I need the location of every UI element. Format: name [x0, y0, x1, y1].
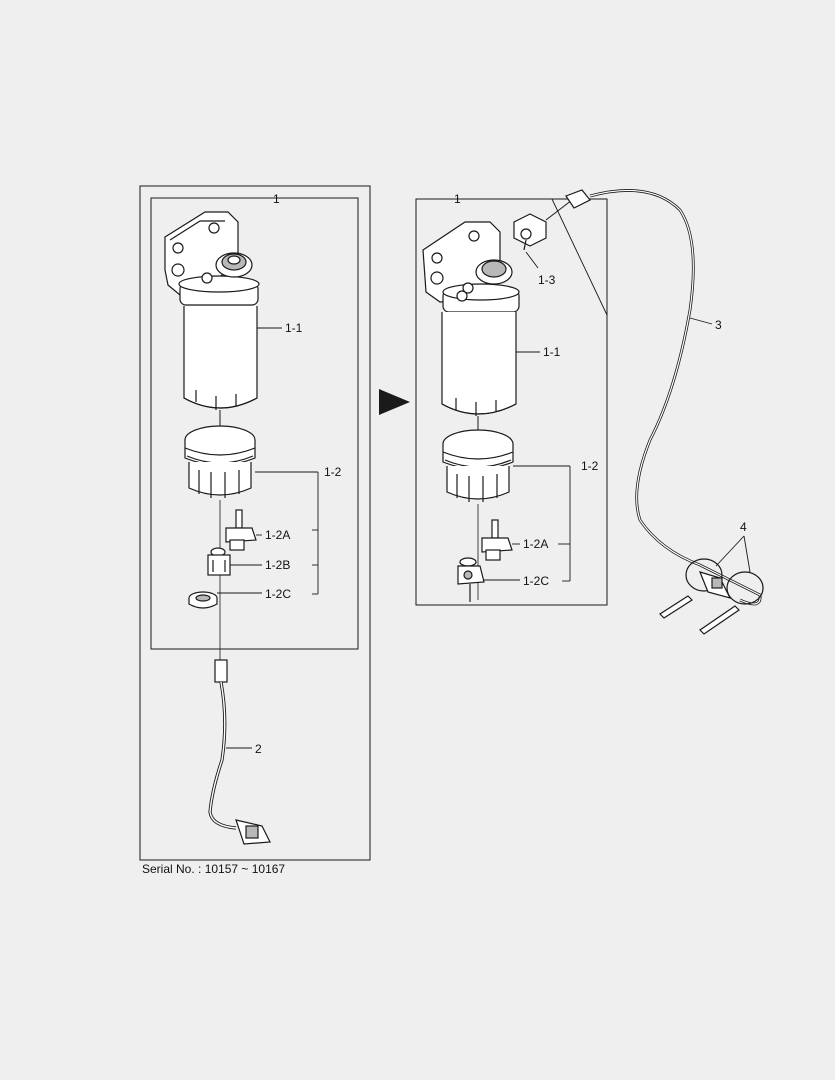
left-outer-frame [139, 185, 371, 861]
label-left-assembly: 1 [273, 192, 280, 206]
left-filter-head [164, 211, 260, 306]
right-harness-3 [565, 189, 762, 606]
label-right-bowl: 1-2 [581, 459, 599, 473]
label-left-harness: 2 [255, 742, 262, 756]
left-sensor-1-2b [207, 547, 231, 576]
left-filter-bowl [184, 425, 256, 498]
right-leaders [416, 198, 608, 582]
serial-number: Serial No. : 10157 ~ 10167 [142, 862, 286, 876]
left-filter-element [183, 306, 258, 440]
label-left-sensor-c: 1-2C [265, 587, 291, 601]
label-right-filter-element: 1-1 [543, 345, 561, 359]
label-right-connector: 1-3 [538, 273, 556, 287]
right-connector-1-3 [513, 199, 573, 251]
label-right-harness: 3 [715, 318, 722, 332]
label-left-sensor-a: 1-2A [265, 528, 290, 542]
label-left-bowl: 1-2 [324, 465, 342, 479]
label-right-sensor-a: 1-2A [523, 537, 548, 551]
right-sensor-1-2a [481, 519, 513, 561]
left-sensor-1-2a [225, 509, 257, 551]
right-filter-head [422, 221, 520, 313]
right-filter-bowl [442, 429, 514, 502]
left-sensor-1-2c [188, 591, 218, 609]
label-right-sensor-c: 1-2C [523, 574, 549, 588]
right-filter-element [441, 312, 517, 440]
label-left-filter-element: 1-1 [285, 321, 303, 335]
arrow-icon [379, 389, 410, 415]
label-cable-ties: 4 [740, 520, 747, 534]
label-right-assembly: 1 [454, 192, 461, 206]
right-sensor-1-2c [457, 557, 485, 602]
label-left-sensor-b: 1-2B [265, 558, 290, 572]
left-harness-2 [208, 659, 271, 845]
cable-ties-4 [659, 535, 764, 635]
left-leaders [151, 197, 358, 749]
